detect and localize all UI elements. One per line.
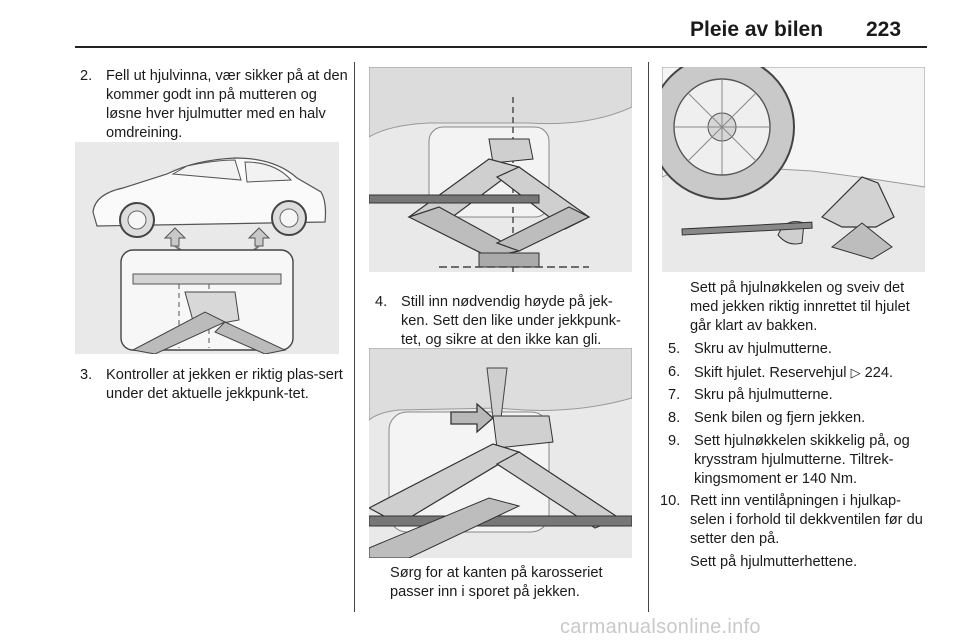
car-jacking-points-figure [75,142,339,354]
wheel-crank-illustration [662,67,925,272]
jack-positioning-illustration [369,67,632,272]
step-8-number: 8. [668,410,681,426]
step-4-number: 4. [375,294,388,310]
jack-groove-illustration [369,348,632,558]
step-3-number: 3. [80,367,93,383]
step-8-text: Senk bilen og fjern jekken. [694,410,866,426]
step-6: 6. Skift hjulet. Reservehjul ▷ 224. [668,363,930,383]
car-illustration [75,142,339,354]
step-3-text: Kontroller at jekken er riktig plas-sert… [106,367,343,402]
step-10-text: Rett inn ventilåpningen i hjulkap-selen … [690,493,923,547]
step-2: 2. Fell ut hjulvinna, vær sikker på at d… [80,67,352,143]
step-4: 4. Still inn nødvendig høyde på jek-ken.… [375,293,635,350]
step-9: 9. Sett hjulnøkkelen skikkelig på, og kry… [668,432,930,489]
step-2-text: Fell ut hjulvinna, vær sikker på at den … [106,68,348,141]
step-6-number: 6. [668,364,681,380]
step-5-text: Skru av hjulmutterne. [694,341,832,357]
step-7: 7. Skru på hjulmutterne. [668,386,930,405]
step-9-text: Sett hjulnøkkelen skikkelig på, og kryss… [694,433,910,487]
step-4-text: Still inn nødvendig høyde på jek-ken. Se… [401,294,621,348]
step-5: 5. Skru av hjulmutterne. [668,340,930,359]
watermark: carmanualsonline.info [560,616,761,638]
step-3: 3. Kontroller at jekken er riktig plas-s… [80,366,352,404]
step-6-ref-page[interactable]: 224. [864,365,894,381]
jack-groove-detail-figure [369,348,632,558]
step-9-number: 9. [668,433,681,449]
column-divider-left [354,62,355,612]
crank-instruction: Sett på hjulnøkkelen og sveiv det med je… [690,280,910,334]
wheel-brace-crank-figure [662,67,925,272]
arrow-ref-icon[interactable]: ▷ [850,365,861,380]
step-7-text: Skru på hjulmutterne. [694,387,833,403]
final-note: Sett på hjulmutterhettene. [690,554,858,570]
step-10-number: 10. [660,493,681,509]
figure-caption: Sørg for at kanten på karosseriet passer… [390,565,603,600]
column-divider-right [648,62,649,612]
page-title: Pleie av bilen [690,18,824,41]
step-2-number: 2. [80,68,93,84]
step-7-number: 7. [668,387,681,403]
step-5-number: 5. [668,341,681,357]
step-8: 8. Senk bilen og fjern jekken. [668,409,930,428]
step-10: 10. Rett inn ventilåpningen i hjulkap-sel… [660,492,930,549]
header-rule [75,46,927,48]
jack-under-jacking-point-figure [369,67,632,272]
step-6-text: Skift hjulet. Reservehjul [694,365,847,381]
page-number: 223 [866,18,902,41]
